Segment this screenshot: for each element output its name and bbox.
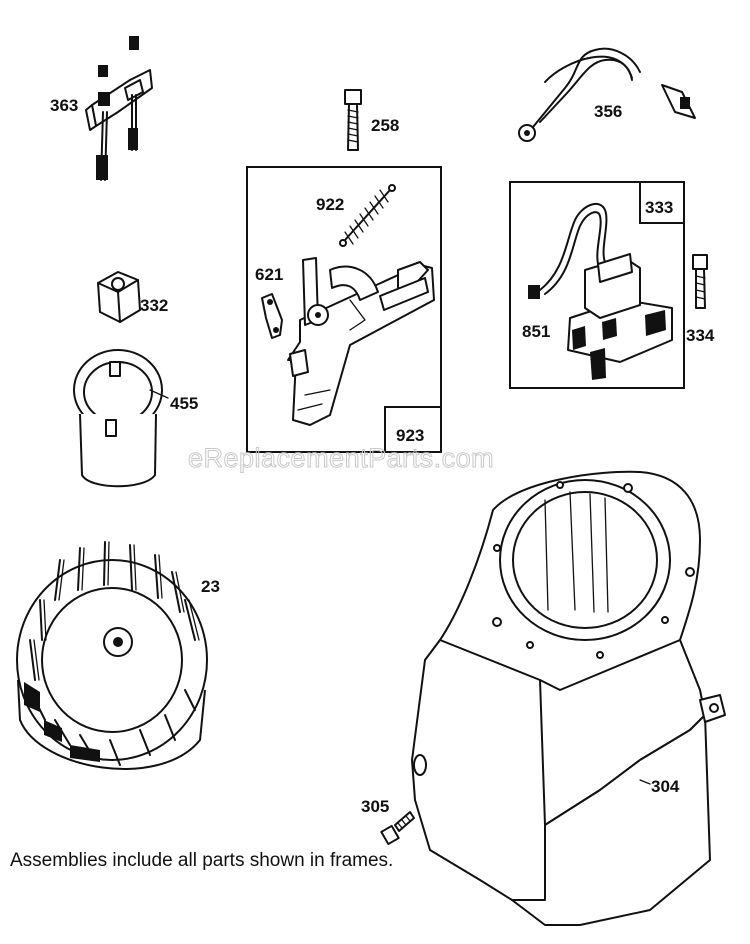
label-455: 455 (170, 394, 198, 413)
label-922: 922 (316, 195, 344, 214)
label-333: 333 (645, 198, 673, 217)
frame-333-ignition-armature (509, 181, 685, 389)
label-305: 305 (361, 797, 389, 816)
label-332: 332 (140, 296, 168, 315)
label-923: 923 (396, 426, 424, 445)
part-922-spring (339, 184, 396, 247)
label-304: 304 (651, 777, 680, 796)
part-334-screw (692, 254, 708, 309)
label-258: 258 (371, 116, 399, 135)
part-455-cup (73, 349, 163, 488)
label-334: 334 (686, 326, 715, 345)
label-363: 363 (50, 96, 78, 115)
part-621-link (261, 293, 283, 339)
part-258-screw (344, 89, 362, 151)
part-305-screw (380, 811, 415, 846)
part-332-nut (97, 271, 141, 323)
label-356: 356 (594, 102, 622, 121)
watermark: eReplacementParts.com (188, 443, 494, 473)
caption: Assemblies include all parts shown in fr… (10, 850, 393, 871)
part-304-blower-housing (411, 470, 726, 926)
frame-923-governor-assembly (246, 166, 442, 453)
part-363-terminal-bracket (85, 36, 153, 181)
part-851-ignition-wire (528, 202, 608, 299)
label-851: 851 (522, 322, 550, 341)
label-621: 621 (255, 265, 283, 284)
part-356-wire-lead (518, 47, 696, 142)
part-23-flywheel (16, 541, 208, 770)
label-23: 23 (201, 577, 220, 596)
leader-lines (149, 389, 651, 785)
